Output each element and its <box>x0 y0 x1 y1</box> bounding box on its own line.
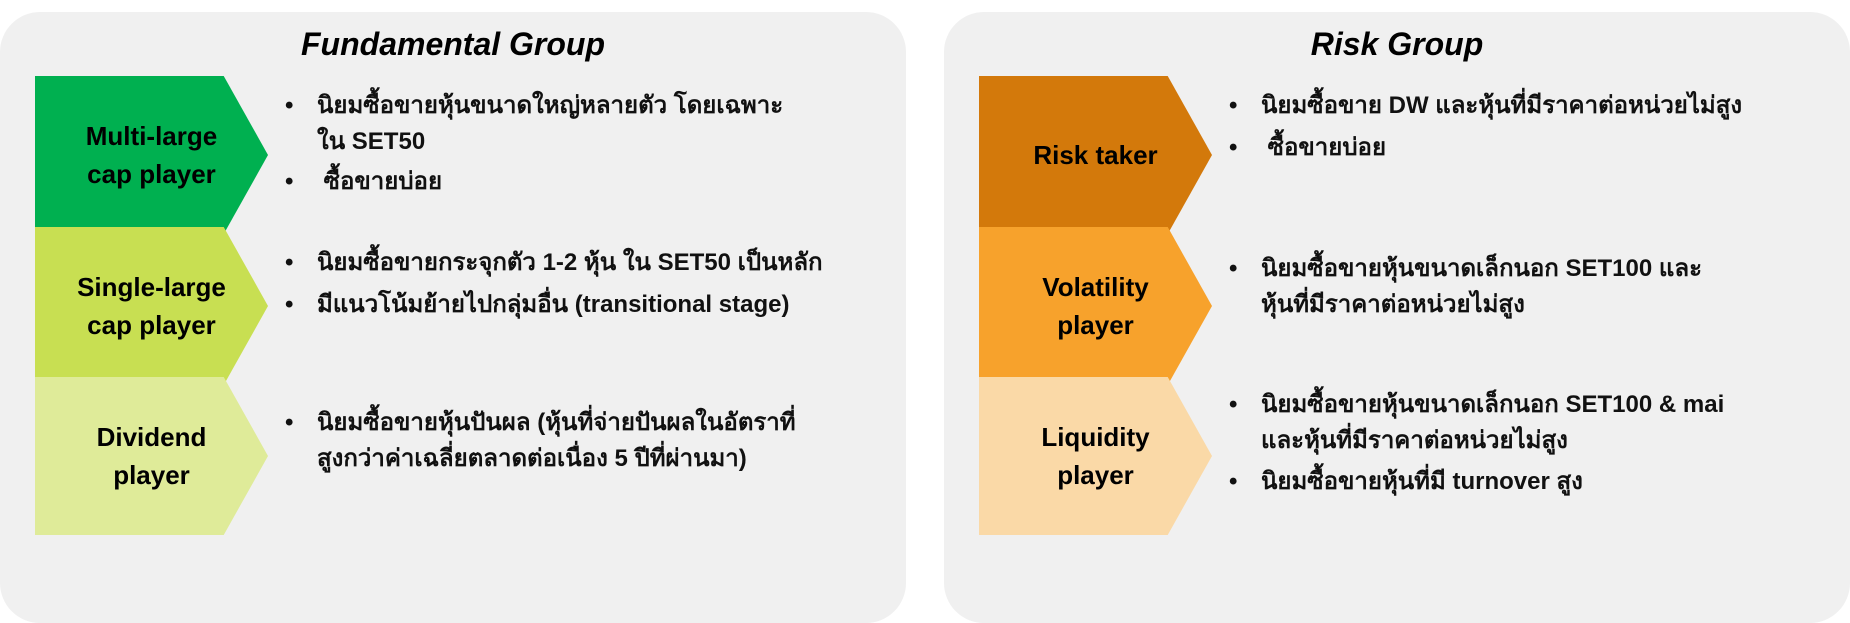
bullet-item: นิยมซื้อขายหุ้นปันผล (หุ้นที่จ่ายปันผลใน… <box>285 405 905 477</box>
arrow-label: Single-large cap player <box>77 272 226 340</box>
bullet-item: มีแนวโน้มย้ายไปกลุ่มอื่น (transitional s… <box>285 287 905 323</box>
bullet-item: ซื้อขายบ่อย <box>285 164 905 200</box>
bullet-item: นิยมซื้อขายหุ้นขนาดเล็กนอก SET100 และ หุ… <box>1229 251 1849 323</box>
arrow-risk-taker: Risk taker <box>979 76 1212 234</box>
bullet-item: ซื้อขายบ่อย <box>1229 130 1849 166</box>
fundamental-group-panel: Fundamental Group Multi-large cap player… <box>0 12 906 623</box>
bullet-item: นิยมซื้อขายหุ้นขนาดใหญ่หลายตัว โดยเฉพาะ … <box>285 88 905 160</box>
row-liquidity: Liquidity player นิยมซื้อขายหุ้นขนาดเล็ก… <box>979 377 1839 535</box>
arrow-single-large-cap: Single-large cap player <box>35 227 268 385</box>
row-risk-taker: Risk taker นิยมซื้อขาย DW และหุ้นที่มีรา… <box>979 76 1839 234</box>
risk-group-title: Risk Group <box>1310 26 1484 62</box>
row-single-large-cap: Single-large cap player นิยมซื้อขายกระจุ… <box>35 227 895 385</box>
arrow-label: Multi-large cap player <box>85 121 218 189</box>
row-multi-large-cap: Multi-large cap player นิยมซื้อขายหุ้นขน… <box>35 76 895 234</box>
risk-group-panel: Risk Group Risk taker นิยมซื้อขาย DW และ… <box>944 12 1850 623</box>
arrow-label: Volatility player <box>1042 272 1149 340</box>
bullet-item: นิยมซื้อขายกระจุกตัว 1-2 หุ้น ใน SET50 เ… <box>285 245 905 281</box>
arrow-dividend: Dividend player <box>35 377 268 535</box>
arrow-volatility: Volatility player <box>979 227 1212 385</box>
bullet-item: นิยมซื้อขายหุ้นขนาดเล็กนอก SET100 & mai … <box>1229 387 1849 459</box>
arrow-multi-large-cap: Multi-large cap player <box>35 76 268 234</box>
arrow-label: Dividend player <box>96 422 207 490</box>
row-dividend: Dividend player นิยมซื้อขายหุ้นปันผล (หุ… <box>35 377 895 535</box>
arrow-liquidity: Liquidity player <box>979 377 1212 535</box>
bullet-item: นิยมซื้อขายหุ้นที่มี turnover สูง <box>1229 464 1849 500</box>
arrow-label: Risk taker <box>1033 140 1158 170</box>
row-volatility: Volatility player นิยมซื้อขายหุ้นขนาดเล็… <box>979 227 1839 385</box>
arrow-label: Liquidity player <box>1041 422 1150 490</box>
bullet-item: นิยมซื้อขาย DW และหุ้นที่มีราคาต่อหน่วยไ… <box>1229 88 1849 124</box>
fundamental-group-title: Fundamental Group <box>301 26 605 62</box>
